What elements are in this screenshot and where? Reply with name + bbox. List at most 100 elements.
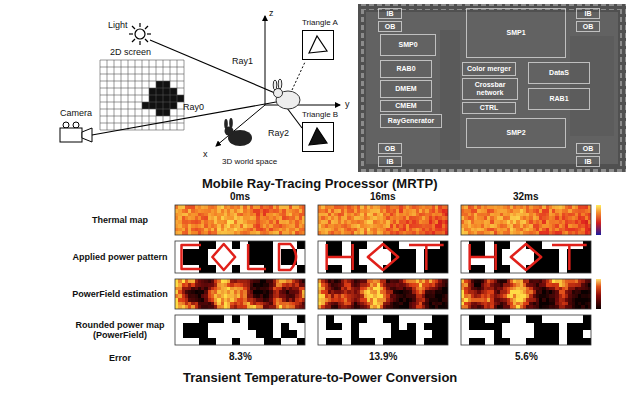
field-cell (234, 287, 238, 291)
field-cell (191, 279, 195, 283)
heat-cell (380, 213, 384, 217)
heat-cell (425, 205, 429, 209)
field-cell (299, 287, 303, 291)
heat-cell (500, 205, 504, 209)
heat-cell (295, 228, 299, 232)
rounded-cell (375, 330, 383, 338)
field-cell (386, 294, 390, 298)
field-cell (256, 302, 260, 306)
field-cell (318, 298, 322, 302)
heat-cell (572, 213, 576, 217)
field-cell (221, 302, 225, 306)
heat-cell (182, 216, 186, 220)
rounded-cell (208, 338, 216, 346)
heat-cell (568, 224, 572, 228)
power-cell (264, 249, 272, 257)
heat-cell (403, 213, 407, 217)
field-cell (338, 294, 342, 298)
heat-cell (416, 220, 420, 224)
power-cell (461, 249, 469, 257)
field-cell (282, 290, 286, 294)
power-cell (461, 241, 469, 249)
field-cell (178, 298, 182, 302)
pixel (163, 88, 170, 95)
power-cell (297, 257, 305, 265)
field-cell (373, 298, 377, 302)
heat-cell (422, 216, 426, 220)
field-cell (266, 279, 270, 283)
heat-cell (266, 224, 270, 228)
heat-cell (565, 213, 569, 217)
field-cell (344, 279, 348, 283)
field-cell (442, 298, 446, 302)
field-cell (406, 283, 410, 287)
heat-cell (523, 228, 527, 232)
field-cell (403, 298, 407, 302)
heat-cell (221, 205, 225, 209)
rounded-cell (199, 315, 207, 323)
heat-cell (256, 224, 260, 228)
map-frame (175, 315, 305, 345)
field-cell (195, 279, 199, 283)
field-cell (247, 298, 251, 302)
heat-cell (380, 216, 384, 220)
heat-cell (510, 220, 514, 224)
pixel (163, 109, 170, 116)
heat-cell (282, 213, 286, 217)
heat-cell (435, 216, 439, 220)
heat-cell (188, 228, 192, 232)
heat-cell (539, 220, 543, 224)
power-cell (461, 257, 469, 265)
power-cell (440, 257, 448, 265)
heat-cell (188, 216, 192, 220)
heat-cell (477, 224, 481, 228)
heat-cell (260, 224, 264, 228)
heat-cell (347, 224, 351, 228)
field-cell (399, 287, 403, 291)
field-cell (438, 294, 442, 298)
rounded-cell (424, 315, 432, 323)
power-cell (399, 257, 407, 265)
field-cell (373, 287, 377, 291)
heat-cell (234, 228, 238, 232)
rounded-cell (351, 323, 359, 331)
field-cell (390, 294, 394, 298)
power-cell (542, 241, 550, 249)
power-cell (318, 241, 326, 249)
field-cell (253, 302, 257, 306)
heat-cell (380, 205, 384, 209)
field-cell (399, 294, 403, 298)
field-cell (360, 298, 364, 302)
heat-cell (442, 228, 446, 232)
rounded-cell (232, 315, 240, 323)
rounded-cell (432, 330, 440, 338)
heat-cell (279, 220, 283, 224)
heat-cell (328, 228, 332, 232)
heat-cell (490, 224, 494, 228)
heat-cell (484, 224, 488, 228)
heat-cell (390, 205, 394, 209)
field-cell (425, 287, 429, 291)
rounded-cell (416, 315, 424, 323)
heat-cell (399, 209, 403, 213)
heat-cell (477, 213, 481, 217)
heat-cell (510, 216, 514, 220)
heat-cell (198, 216, 202, 220)
field-cell (364, 279, 368, 283)
field-cell (178, 279, 182, 283)
field-cell (412, 298, 416, 302)
field-cell (279, 290, 283, 294)
heat-cell (500, 220, 504, 224)
heat-cell (555, 220, 559, 224)
field-cell (409, 283, 413, 287)
field-cell (201, 298, 205, 302)
heat-cell (250, 216, 254, 220)
heat-cell (409, 228, 413, 232)
field-cell (182, 294, 186, 298)
field-cell (409, 294, 413, 298)
field-cell (198, 294, 202, 298)
rounded-cell (281, 338, 289, 346)
heat-cell (253, 205, 257, 209)
heat-cell (523, 216, 527, 220)
heat-cell (425, 224, 429, 228)
